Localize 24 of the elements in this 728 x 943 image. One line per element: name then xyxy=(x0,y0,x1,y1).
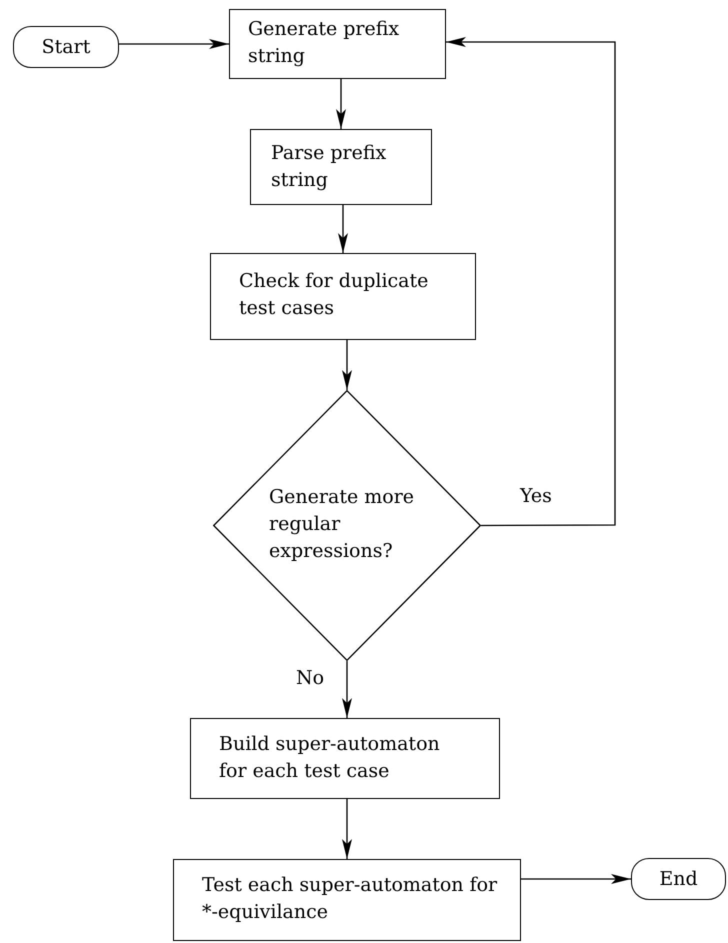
terminal-box xyxy=(13,26,119,68)
arrow xyxy=(338,205,348,253)
process-box xyxy=(173,859,521,941)
node-label: Check for duplicate test cases xyxy=(239,269,430,321)
process-box xyxy=(190,718,500,799)
arrow xyxy=(119,39,229,49)
node-label: Test each super-automaton for *-equivilance xyxy=(202,873,498,925)
terminal-box xyxy=(631,858,726,900)
node-label: Parse prefix string xyxy=(271,141,388,193)
node-label: Generate prefix string xyxy=(248,17,400,69)
node-label: Generate more regular expressions? xyxy=(269,485,416,564)
arrow xyxy=(342,661,352,718)
decision-diamond xyxy=(213,390,481,661)
process-box xyxy=(210,253,476,340)
arrow xyxy=(342,799,352,859)
node-label: Start xyxy=(42,34,90,60)
process-box xyxy=(250,129,432,205)
node-label: End xyxy=(659,866,698,892)
arrow xyxy=(342,340,352,390)
process-box xyxy=(229,9,446,79)
arrow xyxy=(446,37,616,526)
arrow xyxy=(336,79,346,129)
node-label: Build super-automaton for each test case xyxy=(219,732,441,784)
arrow xyxy=(521,874,631,884)
